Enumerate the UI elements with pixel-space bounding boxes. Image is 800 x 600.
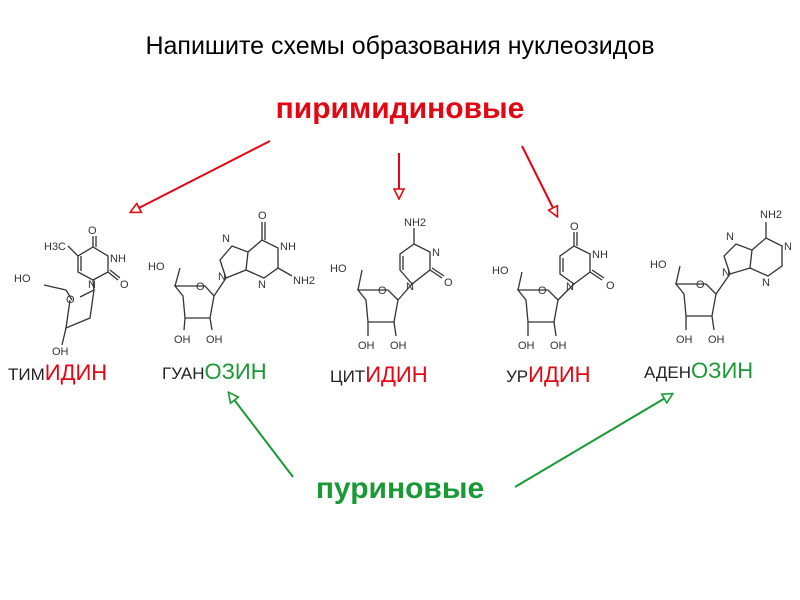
arrow-to-adenosine [514, 394, 672, 488]
thymidine-suffix: ИДИН [44, 360, 108, 385]
uridine-prefix: УР [506, 367, 529, 386]
thymidine-nh-label: NH [110, 253, 126, 265]
guanosine-prefix: ГУАН [162, 364, 205, 383]
adenosine-n1-label: N [784, 241, 792, 253]
thymidine-name: ТИМИДИН [8, 360, 107, 386]
cytidine-name: ЦИТИДИН [330, 362, 428, 388]
uridine-oh2-label: OH [550, 340, 567, 352]
guanosine-oh2-label: OH [206, 334, 223, 346]
adenosine-oh1-label: OH [676, 334, 693, 346]
guanosine-nh2-label: NH2 [293, 275, 315, 287]
arrow-to-uridine [521, 145, 557, 216]
uridine-nh-label: NH [592, 249, 608, 261]
thymidine-oh-label: OH [52, 346, 69, 358]
guanosine-name: ГУАНОЗИН [162, 359, 267, 385]
page-title: Напишите схемы образования нуклеозидов [145, 32, 655, 60]
purine-category-label: пуриновые [315, 472, 485, 505]
uridine-ho-label: HO [492, 265, 509, 277]
thymidine-o2-label: O [120, 279, 129, 291]
adenosine-structure: NH2 N N N N HO O OH OH [650, 209, 792, 346]
cytidine-oh1-label: OH [358, 340, 375, 352]
cytidine-n1-label: N [406, 281, 414, 293]
cytidine-structure: NH2 N N O HO O OH OH [330, 217, 453, 352]
cytidine-suffix: ИДИН [365, 362, 428, 387]
uridine-ring-o-label: O [538, 285, 547, 297]
uridine-oh1-label: OH [518, 340, 535, 352]
cytidine-o-label: O [444, 277, 453, 289]
cytidine-n3-label: N [432, 247, 440, 259]
cytidine-ho-label: HO [330, 263, 347, 275]
guanosine-structure: O NH NH2 N N N HO O OH OH [148, 210, 315, 346]
adenosine-n3-label: N [762, 277, 770, 289]
adenosine-oh2-label: OH [708, 334, 725, 346]
thymidine-n-label: N [88, 279, 96, 291]
thymidine-methyl-label: H3C [44, 241, 66, 253]
thymidine-o1-label: O [88, 225, 97, 237]
adenosine-ring-o-label: O [696, 279, 705, 291]
cytidine-ring-o-label: O [378, 285, 387, 297]
adenosine-prefix: АДЕН [644, 363, 692, 382]
guanosine-n7-label: N [222, 233, 230, 245]
adenosine-name: АДЕНОЗИН [644, 358, 753, 384]
adenosine-suffix: ОЗИН [691, 358, 754, 383]
arrow-to-guanosine [229, 393, 294, 478]
cytidine-prefix: ЦИТ [330, 367, 366, 386]
guanosine-ho-label: HO [148, 261, 165, 273]
uridine-suffix: ИДИН [528, 362, 591, 387]
cytidine-oh2-label: OH [390, 340, 407, 352]
arrow-to-thymidine [131, 140, 271, 212]
guanosine-ring-o-label: O [196, 281, 205, 293]
thymidine-ring-o-label: O [66, 294, 75, 306]
thymidine-structure: H3C O NH O N HO O OH [14, 225, 129, 358]
adenosine-n7-label: N [726, 231, 734, 243]
adenosine-ho-label: HO [650, 259, 667, 271]
guanosine-suffix: ОЗИН [204, 359, 267, 384]
pyrimidine-category-label: пиримидиновые [275, 92, 525, 125]
thymidine-prefix: ТИМ [8, 365, 45, 384]
uridine-name: УРИДИН [506, 362, 591, 388]
guanosine-nh-label: NH [280, 241, 296, 253]
cytidine-nh2-label: NH2 [404, 217, 426, 229]
guanosine-o-label: O [258, 210, 267, 222]
guanosine-n9-label: N [218, 271, 226, 283]
uridine-o2-label: O [606, 280, 615, 292]
adenosine-n9-label: N [722, 267, 730, 279]
guanosine-oh1-label: OH [174, 334, 191, 346]
adenosine-nh2-label: NH2 [760, 209, 782, 221]
guanosine-n3-label: N [258, 279, 266, 291]
uridine-n-label: N [566, 281, 574, 293]
uridine-structure: O NH N O HO O OH OH [492, 221, 615, 352]
uridine-o1-label: O [570, 221, 579, 233]
thymidine-ho-label: HO [14, 273, 31, 285]
